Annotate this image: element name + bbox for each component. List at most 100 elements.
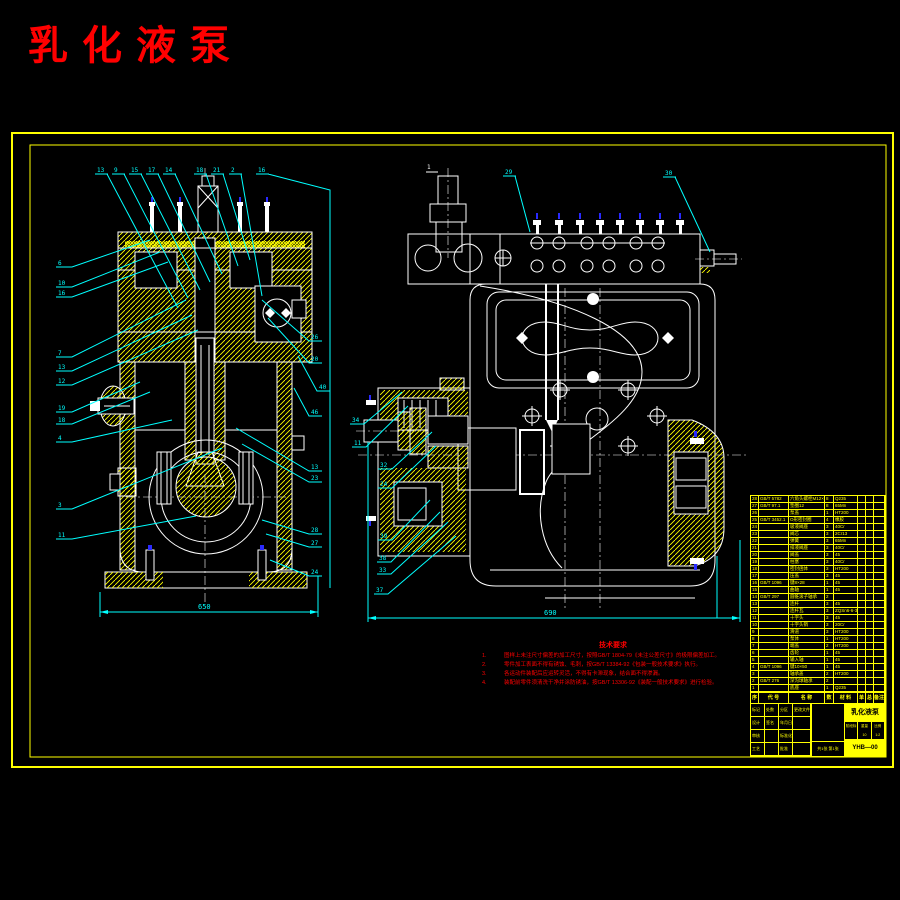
leader-label: 34 xyxy=(352,417,360,424)
technical-requirements-list: 1.图样上未注尺寸偏差的加工尺寸，按照GB/T 1804-79《未注公差尺寸》的… xyxy=(468,652,758,688)
leader-label: 39 xyxy=(380,533,388,540)
title-block-cell: 更改文件号 xyxy=(793,704,811,717)
weight-label: 重量 xyxy=(858,722,872,731)
leader-label: 21 xyxy=(213,167,221,174)
leader-label: 18 xyxy=(58,417,66,424)
leader-label: 10 xyxy=(58,280,66,287)
leader-label: 28 xyxy=(311,527,319,534)
leader-label: 17 xyxy=(148,167,156,174)
material-mark-cell xyxy=(812,704,844,742)
stage-value xyxy=(845,731,859,739)
dimension-labels: 650 690 1 xyxy=(198,164,557,617)
leader-label: 33 xyxy=(379,567,387,574)
tech-requirement-item: 4.装配前零件须清洗干净并涂防锈油，按GB/T 13306-92《装配一般技术要… xyxy=(482,680,718,686)
leader-label: 14 xyxy=(165,167,173,174)
parts-list-header: 序号代 号名 称数量材 料单件总计备注 xyxy=(751,692,885,704)
title-block-cell: 标准化 xyxy=(779,730,793,743)
leader-label: 24 xyxy=(311,569,319,576)
leader-label: 4 xyxy=(58,435,62,442)
leader-label: 27 xyxy=(311,540,319,547)
leader-label: 13 xyxy=(58,364,66,371)
leader-label: 12 xyxy=(58,378,66,385)
weight-value: 10 xyxy=(858,731,872,739)
title-block-middle: 共1张 第1张 xyxy=(812,704,845,756)
leader-label: 16 xyxy=(58,290,66,297)
leader-label: 40 xyxy=(319,384,327,391)
drawing-number: YHB—00 xyxy=(845,740,885,756)
leader-label: 29 xyxy=(505,169,513,176)
stage-label: 阶段标记 xyxy=(845,722,859,731)
title-block-right: 乳化液泵 阶段标记 重量 比例 10 1:2 YHB—00 xyxy=(845,704,885,756)
left-view-drawing xyxy=(90,168,313,604)
leader-label: 13 xyxy=(97,167,105,174)
leader-label: 13 xyxy=(311,464,319,471)
leader-label: 2 xyxy=(231,167,235,174)
title-block-cell xyxy=(793,717,811,730)
title-block-cell xyxy=(793,730,811,743)
title-block-signature-grid: 标记处数分区更改文件号设计签名年月日审核标准化工艺批准 xyxy=(751,704,812,756)
leader-label: 32 xyxy=(380,462,388,469)
leader-label: 23 xyxy=(311,475,319,482)
leader-label: 3 xyxy=(58,502,62,509)
title-block-cell: 分区 xyxy=(779,704,793,717)
title-block: 标记处数分区更改文件号设计签名年月日审核标准化工艺批准 共1张 第1张 乳化液泵… xyxy=(751,704,885,756)
title-block-cell: 设计 xyxy=(751,717,765,730)
pipe-item-label: 1 xyxy=(427,164,431,171)
leader-label: 38 xyxy=(379,555,387,562)
tech-requirement-item: 1.图样上未注尺寸偏差的加工尺寸，按照GB/T 1804-79《未注公差尺寸》的… xyxy=(482,653,720,659)
manifold-bolts xyxy=(533,213,684,234)
leader-label: 26 xyxy=(311,334,319,341)
right-view-dimension: 690 xyxy=(544,609,557,617)
title-block-cell: 标记 xyxy=(751,704,765,717)
left-view-dimension: 650 xyxy=(198,603,211,611)
title-block-cell: 年月日 xyxy=(779,717,793,730)
title-block-cell: 批准 xyxy=(779,743,793,756)
sheet-count: 共1张 第1张 xyxy=(817,746,839,751)
scale-weight-grid: 阶段标记 重量 比例 10 1:2 xyxy=(845,722,885,740)
right-bearing-assembly xyxy=(667,419,725,570)
title-block-cell xyxy=(793,743,811,756)
leader-label: 6 xyxy=(58,260,62,267)
leader-label: 46 xyxy=(311,409,319,416)
sheet-frame xyxy=(11,132,894,768)
leader-label: 20 xyxy=(311,356,319,363)
scale-value: 1:2 xyxy=(872,731,885,739)
tech-requirement-item: 2.零件加工表面不得有锈蚀、毛刺，按GB/T 13384-92《包装一般技术要求… xyxy=(482,662,702,668)
leader-label: 15 xyxy=(131,167,139,174)
leader-label: 24 xyxy=(380,481,388,488)
leader-label: 18 xyxy=(196,167,204,174)
leader-label: 11 xyxy=(58,532,66,539)
title-block-cell: 审核 xyxy=(751,730,765,743)
page-title: 乳化液泵 xyxy=(28,23,244,68)
scale-label: 比例 xyxy=(872,722,885,731)
leader-label: 19 xyxy=(58,405,66,412)
title-block-cell xyxy=(765,743,779,756)
technical-requirements-heading: 技术要求 xyxy=(599,642,627,649)
leader-label: 30 xyxy=(665,170,673,177)
right-view-drawing xyxy=(356,168,748,608)
